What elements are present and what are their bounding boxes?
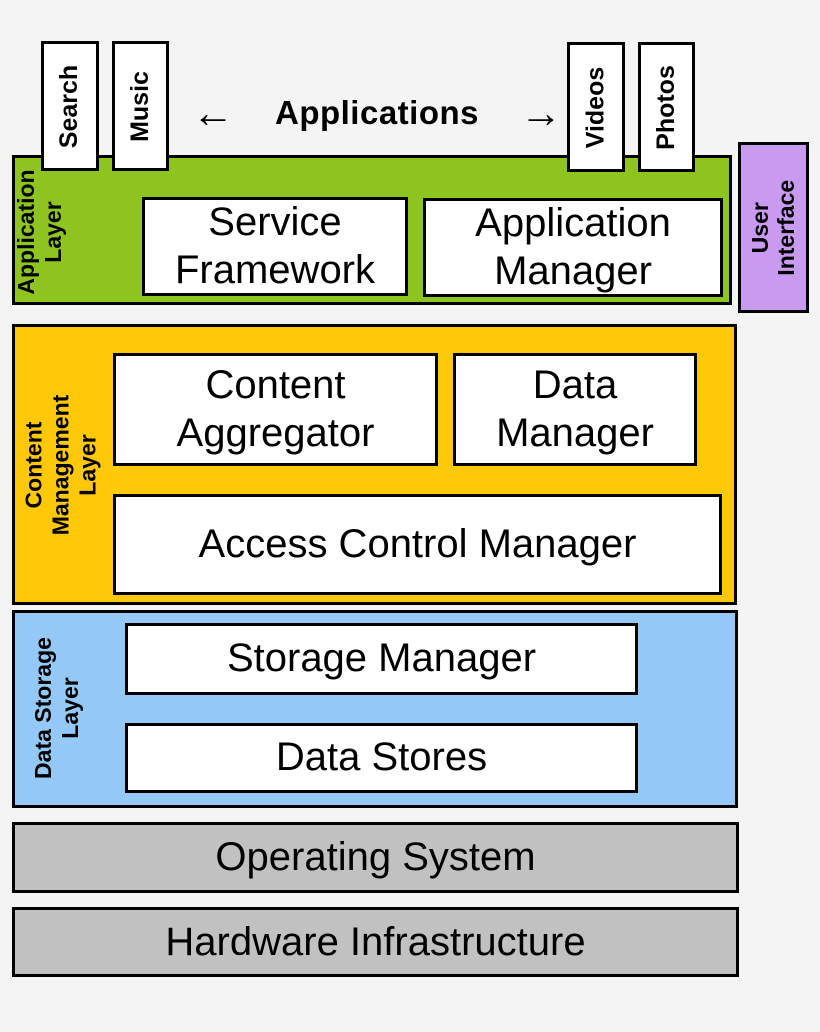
data-storage-layer-label: Data Storage Layer: [29, 637, 83, 779]
right-arrow-icon: →: [520, 89, 562, 136]
app-chip-videos: Videos: [567, 42, 625, 172]
app-chip-photos-label: Photos: [652, 64, 680, 150]
application-layer-label: Application Layer: [12, 169, 66, 295]
user-interface-label: User Interface: [746, 179, 799, 276]
content-management-layer-label: Content Management Layer: [20, 394, 101, 536]
data-stores-box: Data Stores: [125, 723, 638, 793]
storage-manager-box: Storage Manager: [125, 623, 638, 695]
content-aggregator-box: Content Aggregator: [113, 353, 438, 466]
app-chip-photos: Photos: [638, 42, 695, 172]
data-manager-box: Data Manager: [453, 353, 697, 466]
left-arrow-icon: ←: [192, 89, 234, 136]
access-control-manager-box: Access Control Manager: [113, 494, 722, 595]
user-interface-box: User Interface: [738, 142, 809, 313]
hardware-infrastructure-bar: Hardware Infrastructure: [12, 907, 739, 977]
app-chip-music: Music: [112, 41, 169, 171]
app-chip-videos-label: Videos: [581, 66, 610, 148]
applications-caption-row: ← Applications →: [192, 86, 562, 140]
app-chip-search: Search: [41, 41, 99, 171]
operating-system-bar: Operating System: [12, 822, 739, 893]
app-chip-music-label: Music: [126, 70, 155, 142]
application-manager-box: Application Manager: [423, 198, 723, 297]
app-chip-search-label: Search: [55, 64, 84, 148]
service-framework-box: Service Framework: [142, 197, 408, 296]
applications-caption: Applications: [274, 94, 480, 131]
